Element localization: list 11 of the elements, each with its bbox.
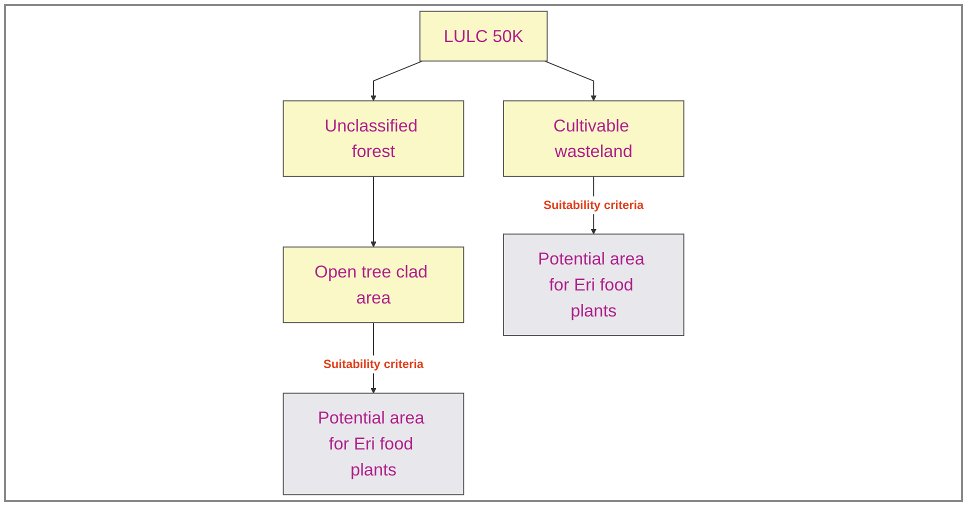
arrow — [544, 60, 596, 102]
node-box: Cultivable wasteland — [502, 100, 684, 177]
node-box: Open tree clad area — [282, 246, 464, 324]
node-box: LULC 50K — [419, 10, 548, 62]
arrow — [370, 176, 376, 248]
edge-label: Suitability criteria — [323, 357, 424, 371]
node-box: Potential area for Eri food plants — [282, 392, 464, 496]
node-box: Potential area for Eri food plants — [502, 234, 684, 336]
arrow — [370, 60, 423, 102]
edge-label: Suitability criteria — [543, 198, 644, 212]
node-box: Unclassified forest — [282, 100, 464, 177]
